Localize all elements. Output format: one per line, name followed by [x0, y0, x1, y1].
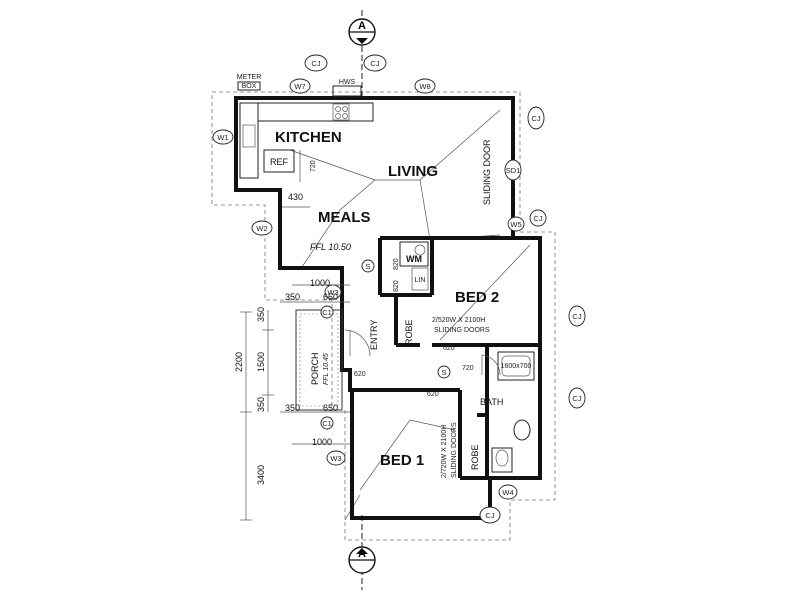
tag-w3b: W3: [326, 450, 346, 466]
bath-size-label: 1600x700: [501, 363, 532, 370]
dim-650-top: 650: [323, 292, 338, 302]
svg-text:CJ: CJ: [572, 394, 581, 403]
dim-620-bed1: 620: [427, 391, 439, 398]
bed2-doors-line1: 2/520W X 2100H: [432, 317, 485, 324]
room-living: LIVING: [388, 163, 438, 180]
room-bath: BATH: [480, 397, 503, 407]
room-robe-bed1: ROBE: [470, 444, 480, 470]
door-swings: [344, 329, 501, 376]
dim-1000-top: 1000: [310, 278, 330, 288]
kitchen-bench: REF: [239, 102, 374, 179]
laundry: WM LIN: [399, 241, 429, 291]
svg-text:W3: W3: [327, 288, 338, 297]
svg-text:W2: W2: [256, 224, 267, 233]
tag-c1-bottom: C1: [320, 416, 334, 430]
room-robe-bed2: ROBE: [404, 319, 414, 345]
section-label-bottom: A: [358, 548, 366, 560]
tag-cj4: CJ: [529, 209, 547, 227]
porch-outline: [295, 309, 343, 411]
svg-text:CJ: CJ: [572, 312, 581, 321]
wm-label: WM: [406, 254, 422, 264]
tag-cj7: CJ: [479, 506, 501, 524]
tag-sd1: SD1: [504, 159, 522, 181]
svg-text:W3: W3: [330, 454, 341, 463]
ref-label: REF: [270, 157, 289, 167]
sliding-door-note: SLIDING DOOR: [482, 139, 492, 205]
hws: HWS: [332, 79, 362, 97]
svg-text:SD1: SD1: [506, 166, 521, 175]
tag-cj1: CJ: [304, 54, 328, 72]
bed1-doors-line1: 2/720W X 2100H: [441, 425, 448, 478]
dim-720-kitchen: 720: [310, 160, 317, 172]
tag-w3a: W3: [324, 284, 342, 300]
room-entry: ENTRY: [369, 320, 379, 350]
tag-cj2: CJ: [363, 54, 387, 72]
meals-ffl: FFL 10.50: [310, 242, 351, 252]
tag-w7: W7: [289, 78, 311, 94]
eaves-outline: [211, 91, 556, 541]
tag-w2: W2: [251, 220, 273, 236]
tag-w5: W5: [507, 216, 525, 232]
room-meals: MEALS: [318, 209, 371, 226]
dim-430: 430: [288, 192, 303, 202]
dim-820-lin: 820: [393, 280, 400, 292]
svg-text:S: S: [441, 368, 446, 377]
room-porch: PORCH: [310, 352, 320, 385]
dim-620-hall: 620: [443, 345, 455, 352]
svg-text:C1: C1: [322, 419, 332, 428]
svg-text:W1: W1: [217, 133, 228, 142]
dim-820-wm: 820: [393, 258, 400, 270]
porch-ffl: FFL 10.45: [323, 353, 330, 385]
section-marker-top: A: [348, 10, 376, 100]
svg-text:W4: W4: [502, 488, 513, 497]
tag-cj3: CJ: [527, 106, 545, 130]
svg-text:CJ: CJ: [485, 511, 494, 520]
svg-text:S: S: [365, 262, 370, 271]
section-label-top: A: [358, 20, 366, 32]
tag-s1: S: [361, 259, 375, 273]
dim-1000-bot: 1000: [312, 437, 332, 447]
room-bed1: BED 1: [380, 452, 424, 469]
dim-v-1500: 1500: [256, 352, 266, 372]
tag-c1-top: C1: [320, 305, 334, 319]
dim-v-3400: 3400: [256, 465, 266, 485]
dim-350-bot: 350: [285, 403, 300, 413]
svg-text:CJ: CJ: [370, 59, 379, 68]
linen-label: LIN: [415, 277, 426, 284]
svg-text:W5: W5: [510, 220, 521, 229]
svg-text:CJ: CJ: [311, 59, 320, 68]
dim-350-top: 350: [285, 292, 300, 302]
room-kitchen: KITCHEN: [275, 129, 342, 146]
svg-text:W7: W7: [294, 82, 305, 91]
dim-720-bath: 720: [462, 365, 474, 372]
section-marker-bottom: A: [348, 515, 376, 590]
tag-s2: S: [437, 365, 451, 379]
tag-cj6: CJ: [568, 387, 586, 409]
room-bed2: BED 2: [455, 289, 499, 306]
meter-box: METER BOX: [237, 74, 262, 91]
svg-text:CJ: CJ: [531, 114, 540, 123]
dim-650-bot: 650: [323, 403, 338, 413]
tag-w8: W8: [414, 78, 436, 94]
dim-v-350-top: 350: [256, 307, 266, 322]
hws-label: HWS: [339, 79, 356, 86]
tag-w1: W1: [212, 129, 234, 145]
bed2-doors-line2: SLIDING DOORS: [434, 327, 490, 334]
bath-fixtures: 1600x700: [491, 351, 535, 473]
bed1-doors-line2: SLIDING DOORS: [451, 422, 458, 478]
tag-cj5: CJ: [568, 305, 586, 327]
dim-v-2200: 2200: [234, 352, 244, 372]
dim-v-350-bot: 350: [256, 397, 266, 412]
svg-text:C1: C1: [322, 308, 332, 317]
svg-text:W8: W8: [419, 82, 430, 91]
tag-w4: W4: [498, 484, 518, 500]
meter-box-line1: METER: [237, 74, 262, 81]
svg-text:CJ: CJ: [533, 214, 542, 223]
dim-620-entry: 620: [354, 371, 366, 378]
interior-walls: [352, 236, 540, 480]
dimension-lines: [240, 150, 350, 521]
meter-box-line2: BOX: [242, 83, 257, 90]
